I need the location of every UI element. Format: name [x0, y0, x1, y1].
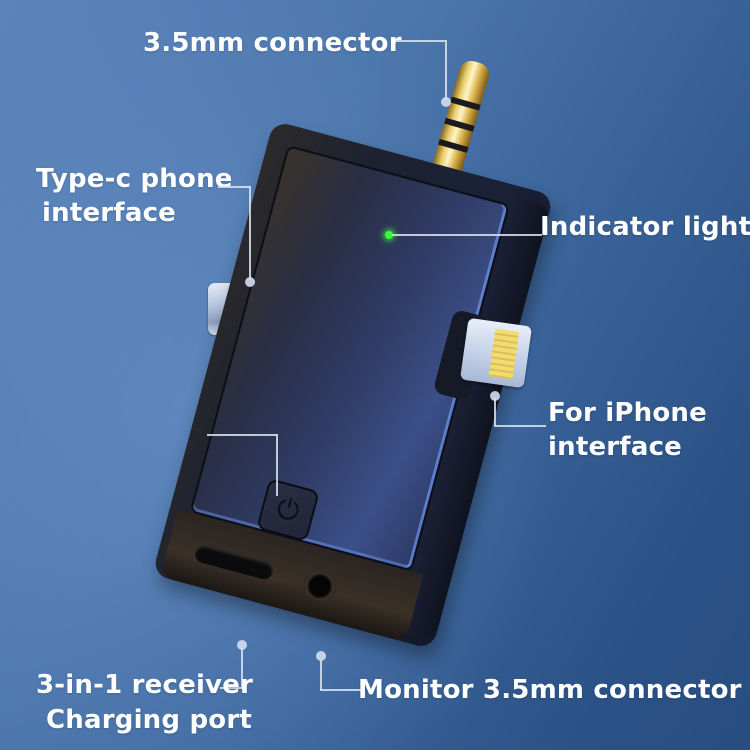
callout-indicator: Indicator light: [540, 212, 750, 242]
callout-iphone-line2: interface: [548, 432, 683, 462]
leader-line: [249, 186, 251, 280]
leader-dot: [441, 97, 451, 107]
leader-line: [218, 186, 250, 188]
leader-line: [207, 434, 277, 436]
leader-line: [241, 648, 243, 688]
callout-monitor: Monitor 3.5mm connector: [358, 675, 742, 705]
plug-ring: [450, 96, 481, 111]
leader-line: [320, 660, 322, 690]
leader-line: [220, 687, 243, 689]
leader-dot: [490, 391, 500, 401]
plug-ring: [444, 117, 475, 132]
leader-line: [392, 234, 542, 236]
indicator-light: [385, 231, 393, 239]
leader-line: [320, 689, 362, 691]
leader-dot: [237, 640, 247, 650]
callout-iphone-line1: For iPhone: [548, 398, 707, 428]
leader-line: [395, 40, 445, 42]
plug-ring: [438, 138, 469, 153]
leader-line: [276, 434, 278, 496]
leader-line: [494, 398, 496, 426]
leader-line: [445, 40, 447, 100]
leader-dot: [316, 651, 326, 661]
lightning-pins: [488, 328, 520, 380]
callout-receiver-line1: 3-in-1 receiver: [36, 670, 254, 700]
leader-line: [494, 425, 546, 427]
monitor-jack: [299, 568, 340, 605]
charging-port: [193, 543, 276, 582]
callout-typec-line2: interface: [42, 198, 177, 228]
lightning-plug: [459, 317, 533, 389]
power-icon: ⏻: [273, 490, 304, 529]
callout-audio-connector: 3.5mm connector: [143, 28, 402, 58]
callout-receiver-line2: Charging port: [46, 705, 252, 735]
callout-typec-line1: Type-c phone: [36, 164, 233, 194]
leader-dot: [245, 277, 255, 287]
